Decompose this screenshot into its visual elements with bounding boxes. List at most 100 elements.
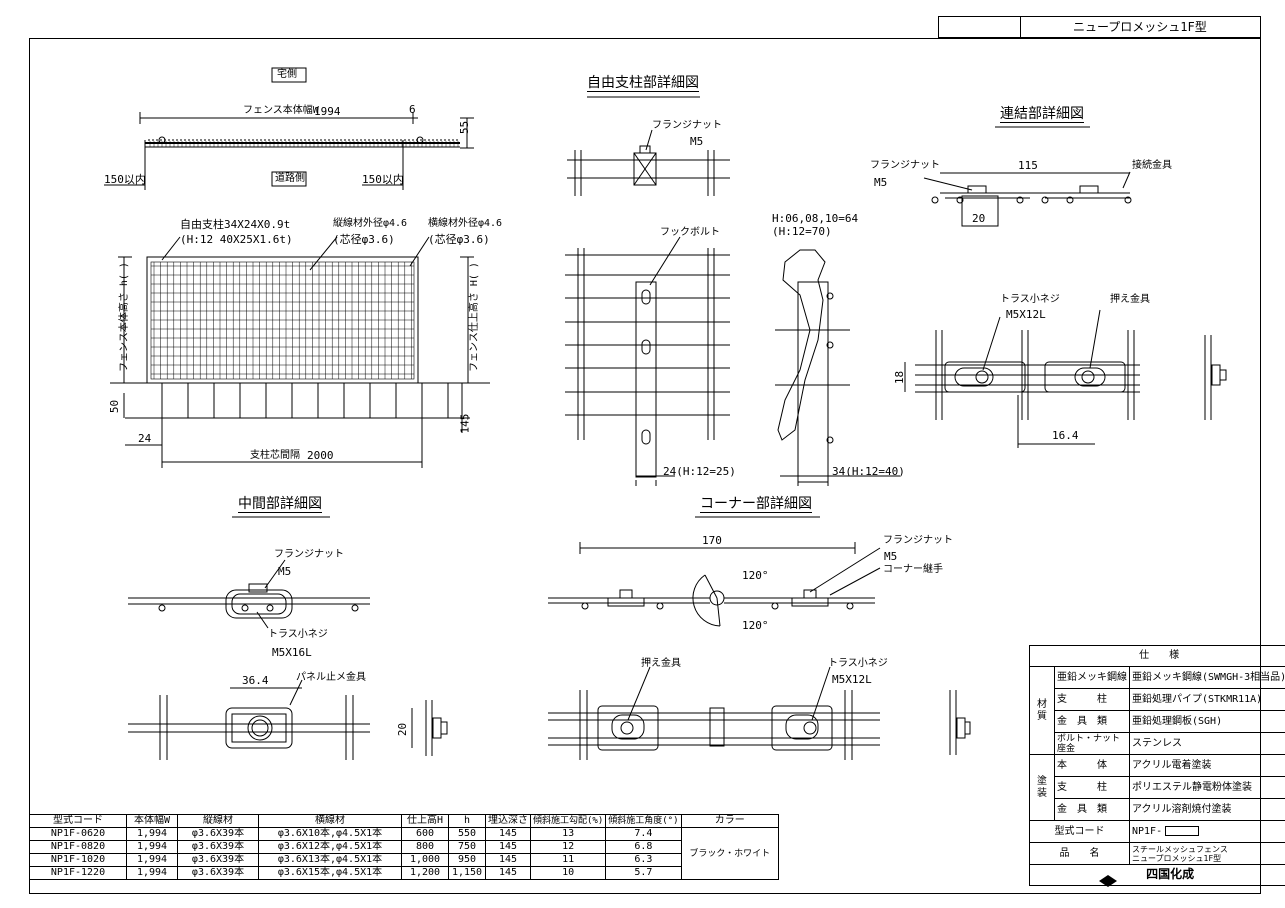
corner-truss: トラス小ネジ (828, 658, 888, 669)
header-cell: 埋込深さ (485, 814, 531, 828)
mid-m5: M5 (278, 565, 292, 578)
cell-vwire: φ3.6X39本 (177, 827, 259, 841)
cell-vwire: φ3.6X39本 (177, 840, 259, 854)
cell-h: 950 (448, 853, 486, 867)
cell-depth: 145 (485, 866, 531, 880)
cell-code: NP1F-1020 (29, 853, 127, 867)
joint-m5x12: M5X12L (1006, 308, 1046, 321)
cell-hwire: φ3.6X10本,φ4.5X1本 (258, 827, 402, 841)
elevation-view (110, 236, 490, 468)
spec-label: 支 柱 (1054, 776, 1130, 799)
plan-view (104, 67, 474, 190)
product-table-header: 型式コード 本体幅W 縦線材 横線材 仕上高H h 埋込深さ 傾斜施工勾配(%)… (29, 814, 780, 828)
header-cell: 傾斜施工角度(°) (605, 814, 682, 828)
cell-code: NP1F-0620 (29, 827, 127, 841)
elev-d24: 24 (138, 432, 152, 445)
cell-h: 1,150 (448, 866, 486, 880)
mid-m5x16: M5X16L (272, 646, 312, 659)
mid-panel: パネル止メ金具 (296, 672, 366, 683)
spec-group-paint: 塗 装 (1029, 754, 1057, 821)
corner-joint: コーナー継手 (883, 564, 943, 575)
joint-press: 押え金具 (1110, 294, 1150, 305)
cell-slope: 13 (529, 827, 607, 841)
spec-table: 仕 様 材 質 亜鉛メッキ鋼線 亜鉛メッキ鋼線(SWMGH-3相当品) 支 柱亜… (1028, 645, 1285, 886)
header-cell: h (448, 814, 486, 828)
cell-h: 550 (448, 827, 486, 841)
elev-vwire1: 縦線材外径φ4.6 (333, 218, 408, 229)
spec-value: アクリル溶剤焼付塗装 (1128, 798, 1285, 821)
cell-depth: 145 (485, 840, 531, 854)
spec-code-label: 型式コード (1029, 820, 1130, 843)
elev-post-note2: (H:12 40X25X1.6t) (180, 233, 293, 246)
elev-d145: 145 (458, 413, 472, 434)
elev-pitch-label: 支柱芯間隔 (250, 450, 300, 461)
cell-width: 1,994 (126, 827, 178, 841)
joint-truss: トラス小ネジ (1000, 294, 1060, 305)
free-post-title: 自由支柱部詳細図 (587, 75, 699, 91)
mid-truss: トラス小ネジ (268, 629, 328, 640)
spec-group-material: 材 質 (1029, 666, 1057, 755)
drawing-frame (29, 38, 1261, 894)
plan-h55: 55 (458, 120, 472, 135)
cell-color: ブラック・ホワイト (680, 827, 780, 880)
joint-d20: 20 (972, 212, 986, 225)
header-cell: カラー (680, 814, 780, 828)
spec-value: ポリエステル静電粉体塗装 (1128, 776, 1285, 799)
cell-slope: 10 (529, 866, 607, 880)
spec-name-line2: ニュープロメッシュ1F型 (1132, 853, 1222, 863)
spec-name-label: 品 名 (1029, 842, 1130, 865)
spec-label: 金 具 類 (1054, 798, 1130, 821)
spec-code-box (1165, 825, 1200, 836)
spec-header: 仕 様 (1028, 645, 1285, 667)
cell-hwire: φ3.6X13本,φ4.5X1本 (258, 853, 402, 867)
joint-fitting: 接続金具 (1132, 160, 1172, 171)
spec-label: ボルト・ナット座金 (1054, 732, 1130, 755)
spec-code-value: NP1F- (1132, 825, 1163, 837)
spec-value: アクリル電着塗装 (1128, 754, 1285, 777)
title-block: ニュープロメッシュ1F型 (938, 16, 1261, 38)
corner-title: コーナー部詳細図 (700, 496, 812, 512)
corner-w170: 170 (702, 534, 722, 547)
spec-label: 金 具 類 (1054, 710, 1130, 733)
corner-m5x12: M5X12L (832, 673, 872, 686)
free-post-view (565, 129, 900, 486)
header-cell: 傾斜施工勾配(%) (529, 814, 607, 828)
header-cell: 横線材 (258, 814, 402, 828)
free-post-d24: 24(H:12=25) (663, 465, 736, 478)
elev-left-h: フェンス本体高さ h( ) (118, 262, 130, 372)
corner-flange: フランジナット (883, 535, 953, 546)
spec-label: 支 柱 (1054, 688, 1130, 711)
cell-angle: 5.7 (605, 866, 682, 880)
cell-width: 1,994 (126, 840, 178, 854)
joint-d164: 16.4 (1052, 429, 1079, 442)
cell-hwire: φ3.6X12本,φ4.5X1本 (258, 840, 402, 854)
mid-view (128, 559, 448, 760)
spec-code-cell: NP1F- (1128, 820, 1285, 843)
spec-value: 亜鉛処理鋼板(SGH) (1128, 710, 1285, 733)
cell-hwire: φ3.6X15本,φ4.5X1本 (258, 866, 402, 880)
mid-flange: フランジナット (274, 549, 344, 560)
spec-maker-cell: 四国化成 (1028, 864, 1285, 886)
joint-d18: 18 (893, 370, 907, 385)
spec-value: ステンレス (1128, 732, 1285, 755)
cell-vwire: φ3.6X39本 (177, 853, 259, 867)
cell-slope: 12 (529, 840, 607, 854)
product-table: 型式コード 本体幅W 縦線材 横線材 仕上高H h 埋込深さ 傾斜施工勾配(%)… (29, 814, 780, 880)
corner-angle1: 120° (742, 569, 769, 582)
cell-slope: 11 (529, 853, 607, 867)
cell-depth: 145 (485, 827, 531, 841)
plan-road: 道路側 (275, 173, 305, 184)
mid-title: 中間部詳細図 (238, 496, 322, 512)
corner-angle2: 120° (742, 619, 769, 632)
maker-logo: 四国化成 (1146, 867, 1195, 881)
corner-m5: M5 (884, 550, 898, 563)
plan-width-label: フェンス本体幅W (243, 105, 319, 116)
plan-gap: 6 (409, 103, 416, 116)
free-post-h2: (H:12=70) (772, 225, 832, 238)
elev-right-h: フェンス仕上高さ H( ) (468, 262, 480, 372)
